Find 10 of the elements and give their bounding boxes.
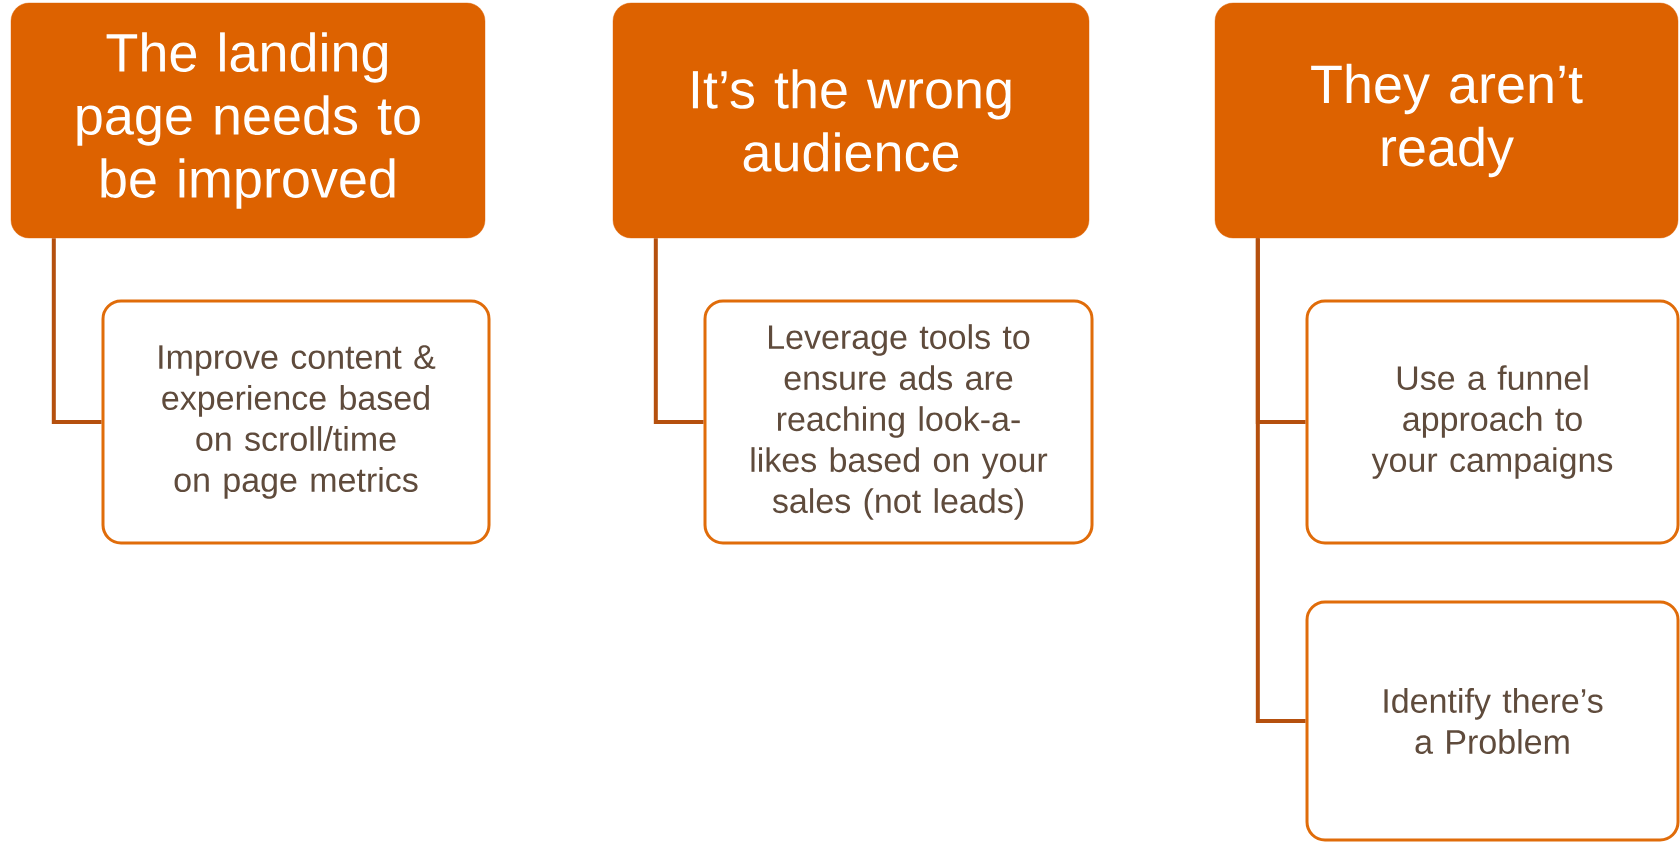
heading-box: The landing page needs to be improved: [10, 2, 486, 239]
connector-line: [51, 238, 102, 424]
heading-box: They aren’t ready: [1214, 2, 1679, 239]
text-box: Improve content & experience based on scroll/time on page metrics: [101, 299, 491, 545]
heading-box: It’s the wrong audience: [612, 2, 1090, 239]
text-box: Leverage tools to ensure ads are reaching look-a-likes based on your sales (not leads): [703, 299, 1094, 545]
text-box: Identify there’s a Problem: [1305, 600, 1680, 842]
connector-line: [653, 238, 704, 424]
connector-line: [1255, 238, 1306, 723]
text-box: Use a funnel approach to your campaigns: [1305, 299, 1680, 545]
